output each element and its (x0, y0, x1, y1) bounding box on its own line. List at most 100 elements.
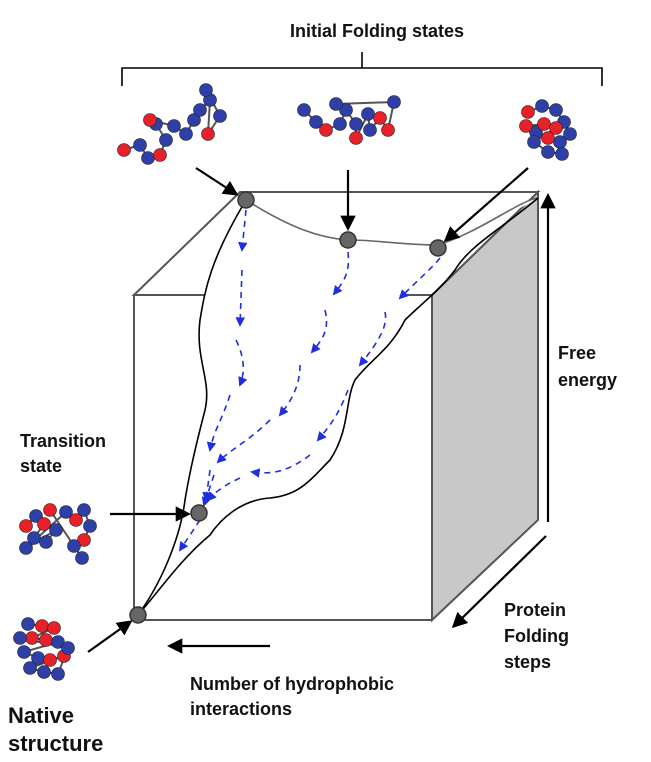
folding-steps-label-2: Folding (504, 626, 569, 646)
polar-bead (159, 133, 173, 147)
free-energy-label-1: Free (558, 343, 596, 363)
arrow-to-state-3 (443, 167, 529, 243)
state-marker-icon (129, 606, 147, 624)
pathway-11 (398, 257, 441, 300)
polar-bead (141, 151, 155, 165)
polar-bead (339, 103, 353, 117)
hydrophobic-bead (47, 621, 61, 635)
pathway-12 (358, 311, 387, 367)
pathway-2 (235, 269, 246, 327)
state-markers (129, 191, 447, 624)
folding-steps-label-3: steps (504, 652, 551, 672)
transition-label-1: Transition (20, 431, 106, 451)
protein-chain-icon (519, 99, 577, 161)
polar-bead (187, 113, 201, 127)
polar-bead (349, 117, 363, 131)
hydrophobic-bead (39, 633, 53, 647)
polar-bead (541, 145, 555, 159)
hydrophobic-bead (25, 631, 39, 645)
states-bracket (121, 52, 603, 86)
free-energy-label-2: energy (558, 370, 617, 390)
hydrophobic-bead (153, 148, 167, 162)
pathway-13 (316, 389, 349, 442)
pathway-1 (237, 209, 248, 252)
polar-bead (37, 665, 51, 679)
hydrophobic-bead (43, 653, 57, 667)
pathway-10 (201, 474, 215, 507)
hydrophobic-bead (319, 123, 333, 137)
pathway-5 (202, 469, 212, 502)
polar-bead (193, 103, 207, 117)
polar-bead (49, 523, 63, 537)
polar-bead (61, 641, 75, 655)
polar-bead (535, 99, 549, 113)
initial-states-title: Initial Folding states (290, 21, 464, 41)
polar-bead (21, 617, 35, 631)
hydrophobic-bead (537, 117, 551, 131)
hydrophobic-bead (69, 513, 83, 527)
pathway-8 (278, 364, 301, 417)
polar-bead (563, 127, 577, 141)
hydrophobic-bead (35, 619, 49, 633)
pathway-3 (235, 339, 248, 387)
pathway-14 (250, 454, 311, 478)
polar-bead (363, 123, 377, 137)
arrow-to-state-1 (195, 167, 239, 196)
polar-bead (51, 667, 65, 681)
transition-label-2: state (20, 456, 62, 476)
state-marker-icon (339, 231, 357, 249)
hydrophobic-bead (349, 131, 363, 145)
polar-bead (77, 503, 91, 517)
surface-top-edge (245, 197, 539, 246)
hydrophobic-bead (143, 113, 157, 127)
surface-sheet (138, 198, 538, 615)
pathway-6 (332, 251, 350, 296)
polar-bead (133, 138, 147, 152)
polar-bead (17, 645, 31, 659)
polar-bead (67, 539, 81, 553)
state-marker-icon (190, 504, 208, 522)
black-arrows (87, 167, 556, 654)
polar-bead (59, 505, 73, 519)
polar-bead (27, 531, 41, 545)
protein-chain-icon (117, 83, 227, 165)
native-label-1: Native (8, 703, 74, 728)
native-label-2: structure (8, 731, 103, 756)
surface-right-edge (137, 197, 539, 616)
polar-bead (19, 541, 33, 555)
pathway-7 (310, 309, 328, 354)
molecules (13, 83, 577, 681)
folding-pathways (178, 209, 441, 552)
arrow-to-native (87, 620, 133, 653)
energy-surface (137, 197, 539, 616)
folding-steps-arrow (451, 535, 547, 629)
protein-chain-icon (19, 503, 97, 565)
hydrophobic-bead (521, 105, 535, 119)
polar-bead (549, 103, 563, 117)
hydrophobic-bead (373, 111, 387, 125)
hydrophobic-bead (19, 519, 33, 533)
hydrophobic-bead (117, 143, 131, 157)
hydrophobic-bead (381, 123, 395, 137)
state-marker-icon (429, 239, 447, 257)
polar-bead (167, 119, 181, 133)
pathway-15 (206, 477, 241, 502)
polar-bead (329, 97, 343, 111)
hydrophobic-bead (37, 517, 51, 531)
polar-bead (333, 117, 347, 131)
protein-chain-icon (297, 95, 401, 145)
polar-bead (553, 135, 567, 149)
hydrophobic-bead (541, 131, 555, 145)
pathway-9 (216, 419, 271, 464)
polar-bead (179, 127, 193, 141)
surface-left-edge (137, 199, 247, 616)
polar-bead (23, 661, 37, 675)
hydrophobic-bead (549, 121, 563, 135)
polar-bead (213, 109, 227, 123)
protein-chain-icon (13, 617, 75, 681)
hydrophobic-bead (43, 503, 57, 517)
folding-steps-label-1: Protein (504, 600, 566, 620)
polar-bead (309, 115, 323, 129)
hydrophobic-bead (519, 119, 533, 133)
hydrophobic-bead (77, 533, 91, 547)
